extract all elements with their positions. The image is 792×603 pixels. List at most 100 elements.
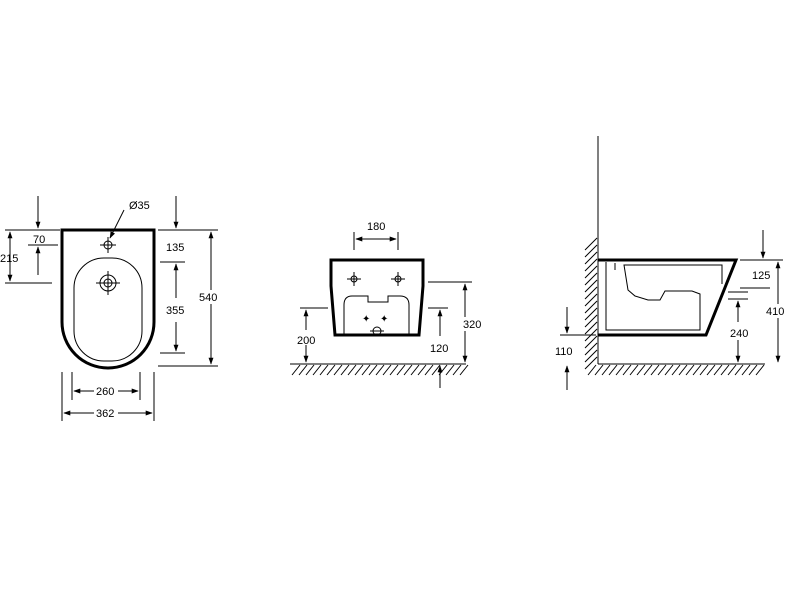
hatch-stroke [340,364,350,376]
hatch-stroke [389,364,399,376]
hatch-stroke [594,364,604,376]
hatch-stroke [713,364,723,376]
dim-355: 355 [166,305,184,317]
hatch-stroke [699,364,709,376]
dim-215: 215 [0,253,18,265]
svg-text:✦: ✦ [362,314,370,325]
dim-320: 320 [463,319,481,331]
hatch-stroke [424,364,434,376]
hatch-stroke [368,364,378,376]
dim-tap-hole-diameter: Ø35 [129,200,150,212]
svg-text:✦: ✦ [380,314,388,325]
tap-mark-left-icon [347,272,361,286]
hatch-stroke [417,364,427,376]
dim-70: 70 [33,234,45,246]
hatch-stroke [584,265,598,279]
hatch-stroke [584,286,598,300]
dim-180: 180 [367,221,385,233]
dim-240: 240 [730,328,748,340]
hatch-stroke [298,364,308,376]
hatch-stroke [452,364,462,376]
dim-110: 110 [555,346,573,358]
hatch-stroke [354,364,364,376]
hatch-stroke [584,321,598,335]
hatch-stroke [643,364,653,376]
hatch-stroke [755,364,765,376]
hatch-stroke [678,364,688,376]
floor-hatch-side [587,364,765,376]
hatch-stroke [361,364,371,376]
bidet-front-basin [343,295,410,334]
hatch-stroke [584,237,598,251]
hatch-stroke [608,364,618,376]
hatch-stroke [445,364,455,376]
tap-hole-icon [100,237,116,253]
drain-icon [96,271,120,295]
hatch-stroke [664,364,674,376]
hatch-stroke [326,364,336,376]
hatch-stroke [671,364,681,376]
hatch-stroke [584,300,598,314]
dim-125: 125 [752,270,770,282]
dim-540: 540 [199,292,217,304]
hatch-stroke [584,244,598,258]
bidet-top-outline [60,228,156,370]
front-view: ✦ ✦ 180 320 120 200 [290,221,484,388]
dim-120: 120 [430,343,448,355]
hatch-stroke [741,364,751,376]
hatch-stroke [685,364,695,376]
hatch-stroke [584,251,598,265]
hatch-stroke [319,364,329,376]
hatch-stroke [312,364,322,376]
hatch-stroke [622,364,632,376]
hatch-stroke [720,364,730,376]
hatch-stroke [396,364,406,376]
hatch-stroke [727,364,737,376]
hatch-stroke [748,364,758,376]
hatch-stroke [657,364,667,376]
bidet-side-inner [605,262,723,331]
hatch-stroke [375,364,385,376]
hatch-stroke [584,272,598,286]
hatch-stroke [403,364,413,376]
dim-410: 410 [766,306,784,318]
hatch-stroke [333,364,343,376]
hatch-stroke [305,364,315,376]
hatch-stroke [584,279,598,293]
fixing-holes-icon: ✦ ✦ [362,314,388,336]
floor-hatch [291,364,469,376]
dim-135: 135 [166,242,184,254]
dim-260: 260 [96,386,114,398]
hatch-stroke [601,364,611,376]
hatch-stroke [459,364,469,376]
hatch-stroke [584,335,598,349]
hatch-stroke [382,364,392,376]
hatch-stroke [431,364,441,376]
hatch-stroke [584,349,598,363]
dim-362: 362 [96,408,114,420]
hatch-stroke [692,364,702,376]
hatch-stroke [584,258,598,272]
bidet-front-outline [329,258,425,337]
hatch-stroke [584,342,598,356]
hatch-stroke [584,314,598,328]
hatch-stroke [584,307,598,321]
wall-hatch [584,237,598,370]
tap-mark-right-icon [391,272,405,286]
hatch-stroke [584,293,598,307]
hatch-stroke [587,364,597,376]
hatch-stroke [734,364,744,376]
hatch-stroke [650,364,660,376]
bidet-side-outline [598,258,739,337]
hatch-stroke [410,364,420,376]
hatch-stroke [629,364,639,376]
hatch-stroke [347,364,357,376]
hatch-stroke [615,364,625,376]
dim-200: 200 [297,335,315,347]
hatch-stroke [291,364,301,376]
hatch-stroke [584,356,598,370]
side-view: 125 410 240 110 [553,136,790,390]
bidet-inner-basin [73,257,143,362]
hatch-stroke [636,364,646,376]
